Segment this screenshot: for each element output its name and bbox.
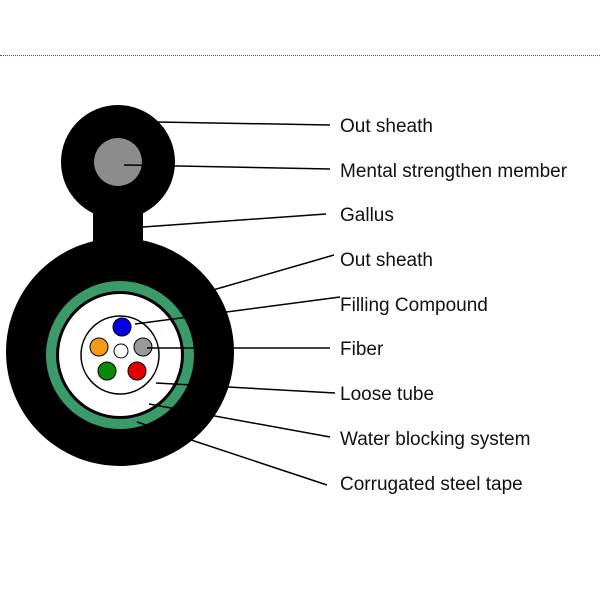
label-gallus: Gallus — [340, 205, 394, 226]
leader-strength-member — [123, 164, 331, 170]
leader-gallus — [142, 213, 327, 228]
fiber-green — [97, 361, 117, 381]
strength-member-core — [94, 138, 142, 186]
label-out-sheath-top: Out sheath — [340, 116, 433, 137]
fiber-blue — [112, 317, 132, 337]
leader-water-blocking — [148, 403, 331, 438]
label-water-blocking: Water blocking system — [340, 429, 530, 450]
label-strength-member: Mental strengthen member — [340, 161, 568, 182]
leader-filling-compound — [134, 296, 341, 325]
leader-lines — [123, 121, 341, 486]
leader-loose-tube — [155, 382, 336, 394]
label-steel-tape: Corrugated steel tape — [340, 474, 523, 495]
fiber-red — [127, 361, 147, 381]
label-filling-compound: Filling Compound — [340, 295, 488, 316]
leader-steel-tape — [136, 421, 328, 486]
label-out-sheath-main: Out sheath — [340, 250, 433, 271]
label-fiber: Fiber — [340, 339, 384, 360]
fiber-center — [113, 343, 129, 359]
fiber-orange — [89, 337, 109, 357]
leader-out-sheath-top — [156, 121, 331, 126]
leader-out-sheath-main — [212, 254, 335, 291]
label-loose-tube: Loose tube — [340, 384, 434, 405]
fiber-gray — [133, 337, 153, 357]
dotted-divider — [0, 55, 600, 56]
